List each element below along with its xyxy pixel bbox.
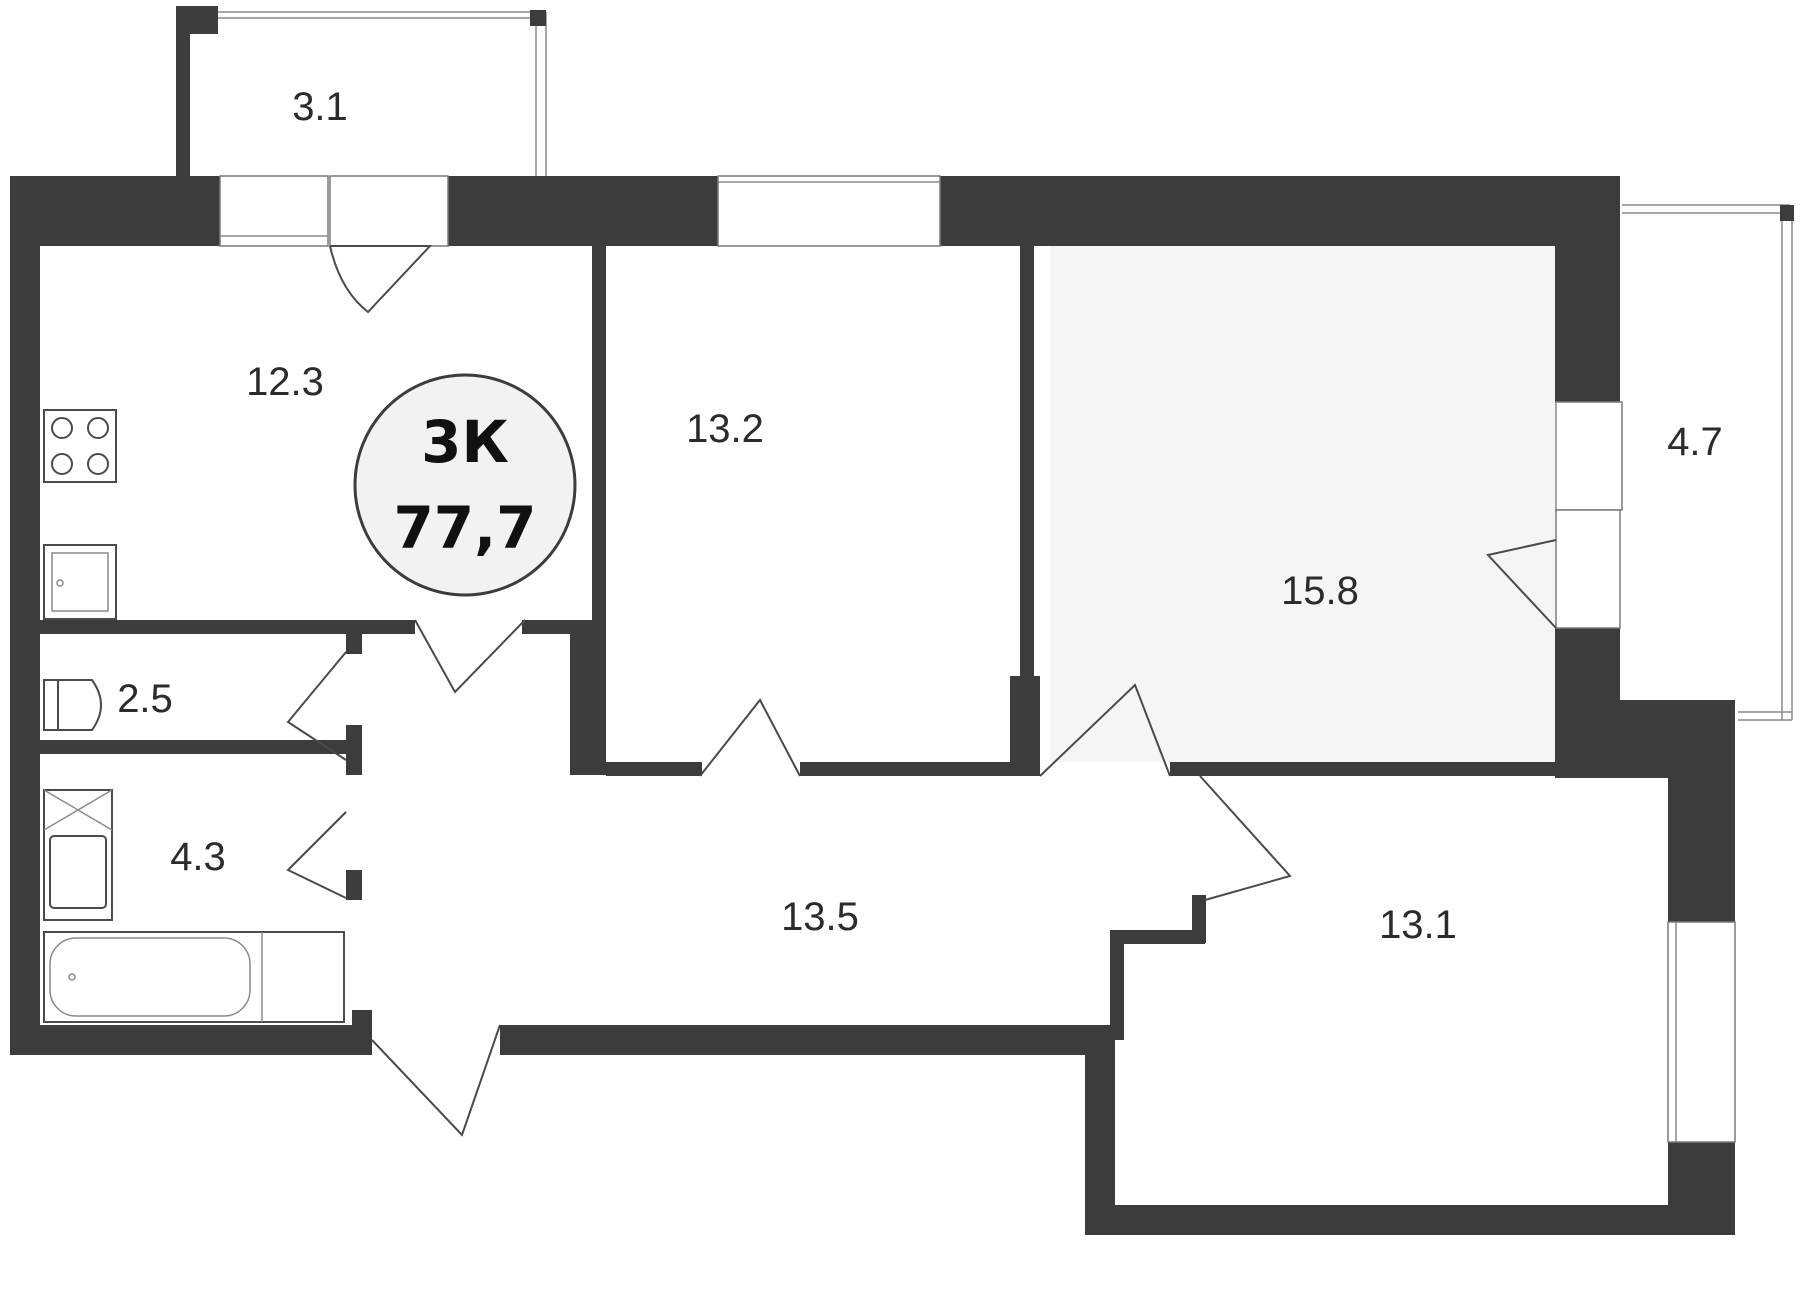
area-bedroom-1: 13.2: [686, 407, 764, 451]
area-living-room: 15.8: [1281, 569, 1359, 613]
outer-walls: [10, 176, 1735, 1235]
area-badge: 3К 77,7: [353, 373, 577, 597]
doors: [286, 245, 1557, 1137]
kitchen-stove: [43, 409, 117, 483]
bathtub: [43, 931, 345, 1023]
badge-total-area: 77,7: [393, 494, 536, 562]
kitchen-sink: [43, 544, 117, 620]
interior-walls: [40, 246, 1665, 1055]
toilet-fixture: [43, 679, 102, 731]
living-room-floor: [1050, 246, 1555, 762]
balcony-right: [1622, 204, 1794, 721]
balcony-top: [176, 6, 547, 176]
area-balcony-top: 3.1: [292, 85, 348, 129]
bathroom-sink: [43, 789, 113, 921]
area-bedroom-2: 13.1: [1379, 903, 1457, 947]
area-bathroom: 4.3: [170, 835, 226, 879]
area-toilet: 2.5: [117, 677, 173, 721]
area-balcony-right: 4.7: [1667, 420, 1723, 464]
badge-rooms: 3К: [421, 408, 509, 476]
windows: [219, 175, 1736, 1143]
area-hallway: 13.5: [781, 895, 859, 939]
area-kitchen: 12.3: [246, 360, 324, 404]
